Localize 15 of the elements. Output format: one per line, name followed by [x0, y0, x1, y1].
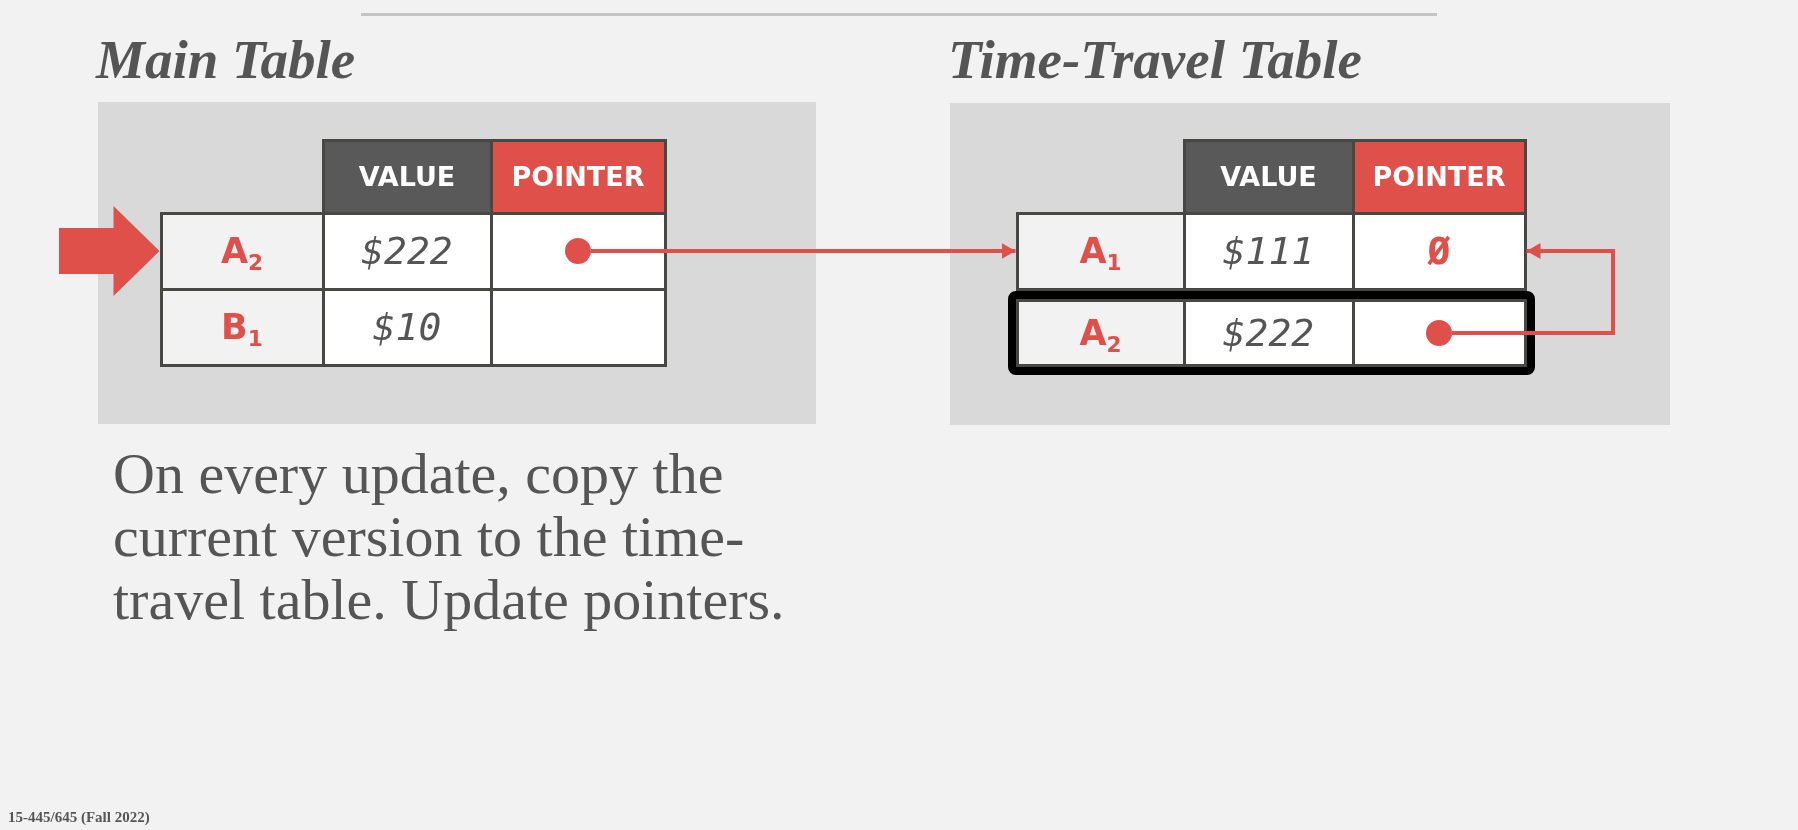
- table-heading: Time-Travel Table: [948, 30, 1362, 90]
- column-header-cell: VALUE: [1182, 138, 1355, 215]
- column-header-cell: VALUE: [321, 138, 493, 215]
- course-number: 15-445/645 (Fall 2022): [8, 808, 150, 826]
- pointer-dot-icon: [1426, 320, 1452, 346]
- pointer-arrow: [1452, 243, 1615, 335]
- pointer-dot-icon: [565, 238, 591, 264]
- row-key-cell: A$_{2}$: [1015, 299, 1186, 367]
- row-key-cell: A$_{1}$: [1015, 211, 1186, 291]
- row-key-cell: A$_{2}$: [159, 211, 325, 291]
- pointer-arrow: [591, 243, 1016, 259]
- table-heading: Main Table: [96, 30, 356, 90]
- block-arrow: [59, 206, 160, 296]
- highlight-frame: [1007, 291, 1535, 375]
- body-text: On every update, copy the current version to the time-travel table. Update pointers.: [113, 442, 786, 631]
